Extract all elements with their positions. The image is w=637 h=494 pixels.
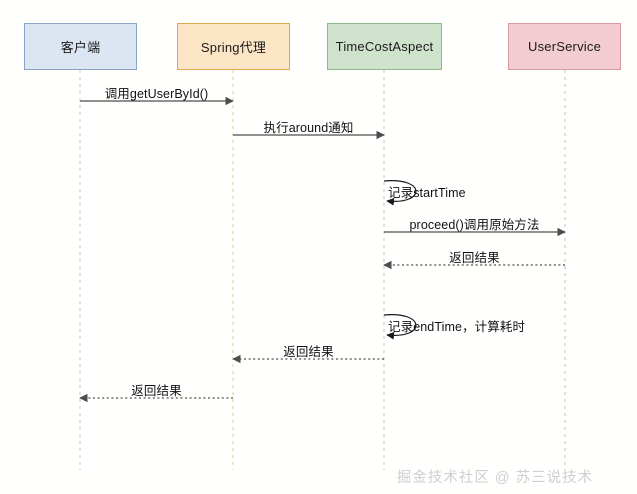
message-arrows-group: [79, 96, 566, 403]
participant-label: Spring代理: [200, 40, 267, 55]
message-label-m2: 执行around通知: [263, 121, 354, 135]
participant-box-service: UserService: [508, 23, 621, 70]
watermark-text: 掘金技术社区 @ 苏三说技术: [396, 470, 594, 486]
participant-box-client: 客户端: [24, 23, 137, 70]
participant-box-proxy: Spring代理: [177, 23, 290, 70]
message-label-m4: proceed()调用原始方法: [409, 218, 540, 232]
participant-box-aspect: TimeCostAspect: [327, 23, 442, 70]
participant-label: TimeCostAspect: [335, 39, 434, 54]
message-label-m5: 返回结果: [449, 251, 500, 265]
participant-label: UserService: [528, 39, 601, 54]
message-label-m1: 调用getUserById(): [104, 87, 209, 101]
message-label-m3: 记录startTime: [388, 186, 466, 200]
participant-label: 客户端: [60, 40, 101, 55]
message-label-m8: 返回结果: [131, 384, 182, 398]
message-label-m6: 记录endTime，计算耗时: [388, 320, 526, 334]
message-label-m7: 返回结果: [283, 345, 334, 359]
self-message-arc-m3: [383, 180, 417, 206]
self-message-arc-m6: [383, 314, 417, 340]
